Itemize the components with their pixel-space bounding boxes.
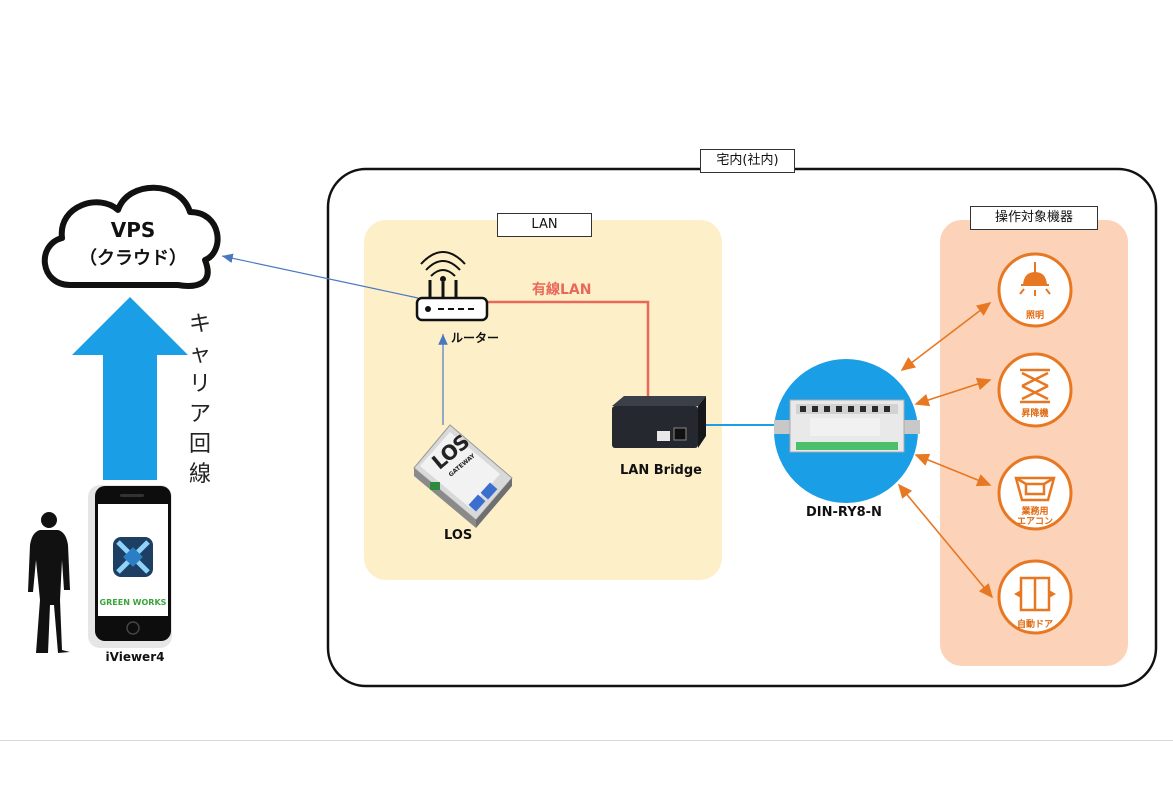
upload-arrow <box>72 297 188 480</box>
din-label: DIN-RY8-N <box>806 505 882 520</box>
scissor-lift-icon <box>1020 368 1050 404</box>
din-light-arrow <box>900 302 992 371</box>
target-label-lift: 昇降機 <box>1021 409 1049 419</box>
premises-title: 宅内(社内) <box>700 149 795 173</box>
los-device <box>413 424 513 528</box>
cloud-title: VPS <box>110 218 156 242</box>
wired-lan-label: 有線LAN <box>532 282 592 298</box>
lan-bridge-label: LAN Bridge <box>620 463 702 478</box>
wired-lan-line <box>487 300 650 398</box>
lan-bridge-device <box>612 396 706 448</box>
target-label-ac-line2: エアコン <box>1016 517 1053 527</box>
din-lift-arrow <box>914 377 992 407</box>
phone-caption: iViewer4 <box>105 650 165 664</box>
smartphone-device <box>88 485 172 648</box>
din-module <box>774 399 920 453</box>
cloud-shape <box>41 184 221 289</box>
phone-brand: GREEN WORKS <box>99 598 167 607</box>
targets-title: 操作対象機器 <box>970 206 1098 230</box>
target-label-ac-line1: 業務用 <box>1021 507 1049 517</box>
los-label: LOS <box>444 528 473 543</box>
carrier-label: キャリア回線 <box>188 312 211 487</box>
bottom-divider <box>0 740 1173 741</box>
target-label-door: 自動ドア <box>1016 620 1053 630</box>
ceiling-light-icon <box>1019 262 1051 296</box>
cloud-subtitle: （クラウド） <box>79 248 187 269</box>
ceiling-ac-icon <box>1014 476 1056 502</box>
din-ac-arrow <box>914 453 992 487</box>
lan-title: LAN <box>497 213 592 237</box>
router-cloud-link <box>221 253 419 299</box>
automatic-door-icon <box>1014 576 1056 612</box>
lift-circle <box>997 352 1073 428</box>
person-silhouette <box>28 512 70 653</box>
router-label: ルーター <box>451 331 500 345</box>
router-device <box>415 251 489 322</box>
target-label-light: 照明 <box>1025 311 1044 321</box>
din-door-arrow <box>897 483 994 599</box>
